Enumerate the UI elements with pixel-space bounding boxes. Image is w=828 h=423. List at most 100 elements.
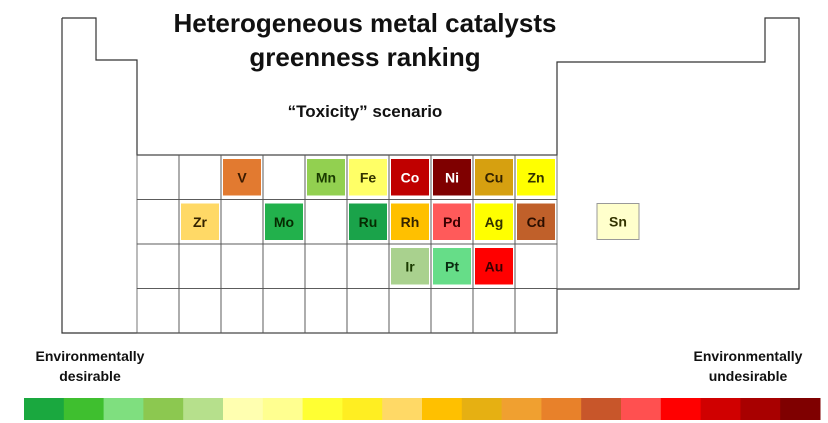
element-swatch	[349, 159, 387, 196]
element-symbol: Fe	[360, 169, 377, 185]
grid-cell	[136, 154, 180, 200]
grid-cell	[304, 288, 348, 334]
element-swatch	[596, 203, 640, 240]
element-symbol: Pt	[445, 258, 459, 274]
element-swatch	[181, 203, 219, 240]
element-swatch	[475, 248, 513, 285]
element-symbol: V	[237, 169, 247, 185]
scale-swatch	[342, 398, 383, 420]
desirable-label: Environmentally desirable	[10, 346, 170, 386]
element-swatch	[223, 159, 261, 196]
element-symbol: Mn	[316, 169, 336, 185]
undesirable-label: Environmentally undesirable	[668, 346, 828, 386]
element-swatch	[265, 203, 303, 240]
element-swatch	[307, 159, 345, 196]
scale-swatch	[223, 398, 264, 420]
scale-swatch	[501, 398, 542, 420]
element-cell-ru: Ru	[349, 203, 387, 240]
title-line-1: Heterogeneous metal catalysts	[173, 8, 557, 38]
element-symbol: Mo	[274, 214, 294, 230]
undesirable-label-line-2: undesirable	[708, 368, 788, 384]
undesirable-label-line-1: Environmentally	[693, 348, 803, 364]
element-symbol: Cu	[485, 169, 504, 185]
scale-swatch	[780, 398, 821, 420]
element-cell-ag: Ag	[475, 203, 513, 240]
element-cell-mo: Mo	[265, 203, 303, 240]
title-line-2: greenness ranking	[249, 42, 481, 72]
scale-swatch	[183, 398, 224, 420]
element-cell-au: Au	[475, 248, 513, 285]
grid-cell	[220, 199, 264, 245]
grid-cell	[262, 243, 306, 289]
grid-cell	[136, 288, 180, 334]
element-cell-cu: Cu	[475, 159, 513, 196]
grid-cell	[262, 288, 306, 334]
element-cell-fe: Fe	[349, 159, 387, 196]
element-symbol: Rh	[401, 214, 420, 230]
grid-cell	[346, 243, 390, 289]
element-symbol: Ir	[405, 258, 415, 274]
element-swatch	[349, 203, 387, 240]
grid-cell	[304, 243, 348, 289]
grid-cell	[346, 288, 390, 334]
element-cell-cd: Cd	[517, 203, 555, 240]
element-swatch	[475, 159, 513, 196]
grid-cell	[178, 154, 222, 200]
element-symbol: Ag	[485, 214, 504, 230]
element-cell-co: Co	[391, 159, 429, 196]
scale-swatch	[541, 398, 582, 420]
element-cell-zr: Zr	[181, 203, 219, 240]
element-symbol: Au	[485, 258, 504, 274]
scale-swatch	[621, 398, 662, 420]
grid-cell	[220, 243, 264, 289]
scale-swatch	[581, 398, 622, 420]
element-symbol: Zr	[193, 214, 208, 230]
grid-cell	[178, 288, 222, 334]
grid-cell	[514, 243, 558, 289]
grid-cell	[262, 154, 306, 200]
scale-swatch	[103, 398, 144, 420]
element-swatch	[433, 159, 471, 196]
element-swatch	[391, 248, 429, 285]
element-cell-pd: Pd	[433, 203, 471, 240]
element-cell-pt: Pt	[433, 248, 471, 285]
element-symbol: Zn	[527, 169, 544, 185]
element-cell-ni: Ni	[433, 159, 471, 196]
element-swatch	[475, 203, 513, 240]
scale-swatch	[740, 398, 781, 420]
element-grid	[136, 154, 558, 334]
grid-cell	[136, 243, 180, 289]
element-cell-zn: Zn	[517, 159, 555, 196]
element-symbol: Sn	[609, 214, 627, 230]
element-cell-rh: Rh	[391, 203, 429, 240]
element-symbol: Cd	[527, 214, 546, 230]
grid-cell	[178, 243, 222, 289]
grid-cell	[472, 288, 516, 334]
grid-cell	[388, 288, 432, 334]
scale-swatch	[422, 398, 463, 420]
element-swatch	[391, 159, 429, 196]
scale-swatch	[143, 398, 184, 420]
grid-cell	[136, 199, 180, 245]
color-scale-bar	[24, 398, 821, 420]
element-cell-v: V	[223, 159, 261, 196]
element-symbol: Ru	[359, 214, 378, 230]
scale-swatch	[461, 398, 503, 420]
scale-swatch	[63, 398, 105, 420]
element-swatch	[433, 203, 471, 240]
element-symbol: Pd	[443, 214, 461, 230]
scale-swatch	[660, 398, 702, 420]
scale-swatch	[24, 398, 65, 420]
scale-swatch	[382, 398, 423, 420]
element-cell-ir: Ir	[391, 248, 429, 285]
element-swatch	[433, 248, 471, 285]
element-cell-mn: Mn	[307, 159, 345, 196]
desirable-label-line-1: Environmentally	[35, 348, 145, 364]
desirable-label-line-2: desirable	[59, 368, 121, 384]
element-cell-sn: Sn	[596, 203, 640, 240]
element-swatch	[517, 203, 555, 240]
element-symbol: Co	[401, 169, 420, 185]
element-symbol: Ni	[445, 169, 459, 185]
